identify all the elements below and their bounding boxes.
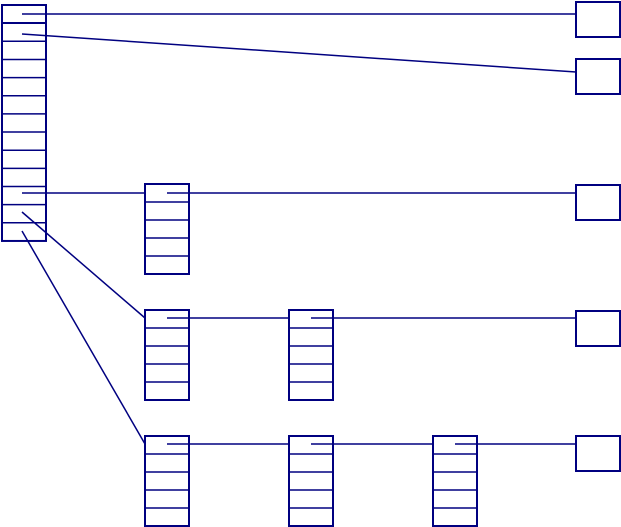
level-2-table-1-frame: [144, 309, 190, 401]
leaf-page-4: [575, 310, 621, 347]
root-table: [1, 4, 47, 242]
level-1-table-1-frame: [144, 183, 190, 275]
leaf-page-1: [575, 1, 621, 38]
level-3-table-1-frame: [144, 435, 190, 527]
level-1-table-1: [144, 183, 190, 275]
pointer-lines-layer: [21, 13, 577, 445]
level-3-table-3-frame: [432, 435, 478, 527]
pointer-root-to-level-3: [21, 230, 146, 445]
level-3-table-2-frame: [288, 435, 334, 527]
pointer-root-to-page-2: [21, 33, 577, 73]
level-2-table-2: [288, 309, 334, 401]
level-3-table-2: [288, 435, 334, 527]
leaf-page-5: [575, 435, 621, 472]
level-3-table-3: [432, 435, 478, 527]
leaf-page-3: [575, 184, 621, 221]
pointer-root-to-level-2: [21, 211, 146, 319]
root-table-frame: [1, 4, 47, 242]
tables-layer: [1, 4, 478, 527]
level-2-table-1: [144, 309, 190, 401]
leaf-pages-layer: [575, 1, 621, 472]
level-3-table-1: [144, 435, 190, 527]
leaf-page-2: [575, 58, 621, 95]
level-2-table-2-frame: [288, 309, 334, 401]
